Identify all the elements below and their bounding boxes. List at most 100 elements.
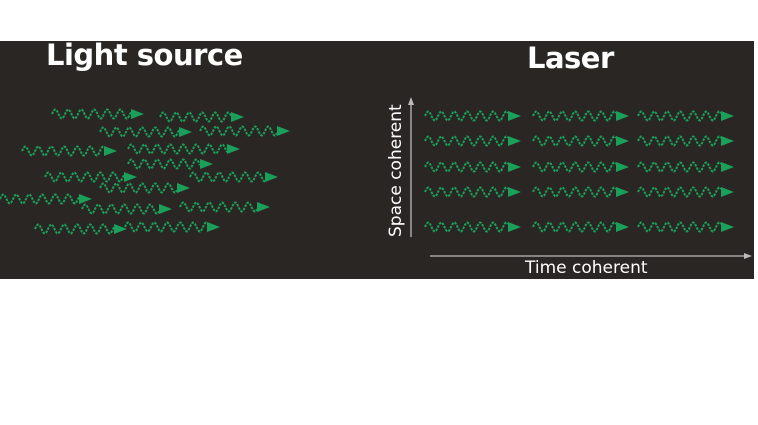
wave-line: [424, 110, 509, 122]
wave-arrowhead: [508, 187, 521, 197]
wave-line: [179, 201, 258, 213]
wave-arrowhead: [265, 172, 278, 182]
wave-line: [99, 182, 178, 194]
wave-line: [532, 186, 617, 198]
wave-line: [532, 161, 617, 173]
coherent-wave: [532, 161, 629, 173]
wave-arrowhead: [721, 222, 734, 232]
coherent-wave: [532, 110, 629, 122]
wave-line: [532, 110, 617, 122]
wave-line: [637, 186, 722, 198]
wave-arrowhead: [616, 187, 629, 197]
coherent-wave: [424, 110, 521, 122]
coherent-wave: [424, 186, 521, 198]
coherent-waves: [424, 110, 734, 233]
incoherent-wave: [34, 223, 127, 235]
wave-line: [199, 125, 278, 137]
wave-line: [532, 221, 617, 233]
wave-arrowhead: [131, 109, 144, 119]
wave-arrowhead: [508, 111, 521, 121]
wave-diagram: [0, 97, 752, 259]
coherent-wave: [424, 221, 521, 233]
coherent-wave: [637, 135, 734, 147]
incoherent-waves: [0, 108, 290, 235]
wave-arrowhead: [124, 172, 137, 182]
wave-line: [51, 108, 132, 120]
wave-arrowhead: [721, 162, 734, 172]
wave-line: [637, 135, 722, 147]
wave-arrowhead: [277, 126, 290, 136]
wave-line: [21, 145, 105, 157]
wave-arrowhead: [616, 136, 629, 146]
wave-line: [424, 221, 509, 233]
wave-line: [44, 171, 125, 183]
incoherent-wave: [159, 111, 244, 123]
coherent-wave: [532, 186, 629, 198]
laser-title: Laser: [527, 41, 614, 75]
wave-arrowhead: [257, 202, 270, 212]
coherent-wave: [424, 135, 521, 147]
wave-arrowhead: [200, 159, 213, 169]
incoherent-wave: [81, 203, 172, 215]
y-axis-arrowhead: [408, 97, 414, 105]
incoherent-wave: [21, 145, 117, 157]
coherent-wave: [532, 135, 629, 147]
coherent-wave: [424, 161, 521, 173]
wave-arrowhead: [207, 222, 220, 232]
wave-line: [127, 158, 201, 170]
wave-arrowhead: [179, 127, 192, 137]
wave-arrowhead: [104, 146, 117, 156]
wave-line: [124, 221, 208, 233]
wave-arrowhead: [616, 111, 629, 121]
incoherent-wave: [99, 126, 192, 138]
wave-arrowhead: [159, 204, 172, 214]
wave-line: [637, 110, 722, 122]
wave-line: [99, 126, 180, 138]
incoherent-wave: [179, 201, 270, 213]
wave-line: [424, 161, 509, 173]
x-axis-label: Time coherent: [525, 258, 648, 278]
coherence-axes: [408, 97, 752, 259]
incoherent-wave: [127, 143, 240, 155]
coherent-wave: [532, 221, 629, 233]
incoherent-wave: [199, 125, 290, 137]
wave-line: [424, 135, 509, 147]
wave-line: [159, 111, 232, 123]
wave-line: [637, 161, 722, 173]
wave-line: [34, 223, 115, 235]
wave-line: [189, 171, 266, 183]
wave-arrowhead: [721, 187, 734, 197]
incoherent-wave: [44, 171, 137, 183]
wave-arrowhead: [227, 144, 240, 154]
wave-arrowhead: [721, 136, 734, 146]
wave-line: [424, 186, 509, 198]
light-source-title: Light source: [46, 41, 243, 72]
coherent-wave: [637, 110, 734, 122]
wave-line: [81, 203, 160, 215]
wave-line: [532, 135, 617, 147]
incoherent-wave: [0, 193, 92, 205]
y-axis-label: Space coherent: [386, 104, 406, 237]
wave-line: [127, 143, 228, 155]
wave-arrowhead: [616, 162, 629, 172]
wave-arrowhead: [79, 194, 92, 204]
incoherent-wave: [127, 158, 213, 170]
coherent-wave: [637, 221, 734, 233]
wave-arrowhead: [114, 224, 127, 234]
wave-arrowhead: [721, 111, 734, 121]
wave-arrowhead: [508, 222, 521, 232]
wave-arrowhead: [508, 136, 521, 146]
wave-line: [637, 221, 722, 233]
wave-arrowhead: [231, 112, 244, 122]
incoherent-wave: [51, 108, 144, 120]
x-axis-arrowhead: [744, 253, 752, 259]
incoherent-wave: [124, 221, 220, 233]
incoherent-wave: [99, 182, 190, 194]
wave-arrowhead: [616, 222, 629, 232]
wave-line: [0, 193, 80, 205]
diagram-panel: Light source Laser Time coherent Space c…: [0, 41, 754, 279]
incoherent-wave: [189, 171, 278, 183]
wave-arrowhead: [508, 162, 521, 172]
wave-arrowhead: [177, 183, 190, 193]
coherent-wave: [637, 161, 734, 173]
